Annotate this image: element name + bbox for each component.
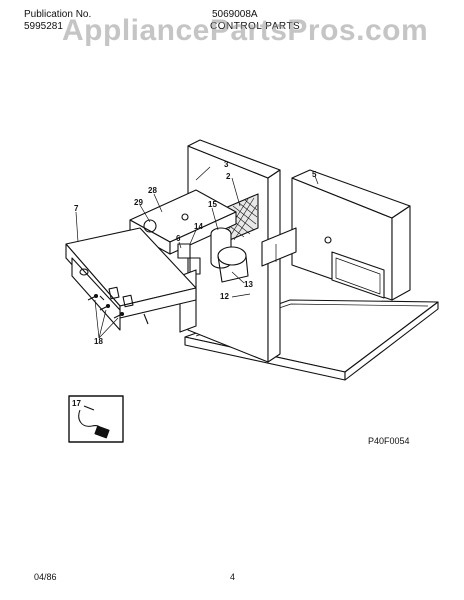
screws: [87, 293, 125, 319]
publication-label: Publication No.: [24, 9, 92, 20]
figure-code: P40F0054: [368, 436, 410, 446]
leader-lines: [75, 166, 319, 339]
callout-17: 17: [72, 399, 81, 408]
callout-3: 3: [224, 160, 229, 169]
callout-28: 28: [148, 186, 157, 195]
capacitor: [210, 227, 249, 283]
callout-15: 15: [208, 200, 217, 209]
callout-2: 2: [226, 172, 231, 181]
callout-14: 14: [194, 222, 203, 231]
callout-12: 12: [220, 292, 229, 301]
callout-6: 6: [176, 234, 181, 243]
callout-18: 18: [94, 337, 103, 346]
section-title: CONTROL PARTS: [210, 21, 301, 32]
condenser-frame: [291, 169, 411, 301]
model-number: 5069008A: [212, 9, 258, 20]
footer-date: 04/86: [34, 572, 57, 582]
callout-29: 29: [134, 198, 143, 207]
callout-7: 7: [74, 204, 79, 213]
page-number: 4: [230, 572, 236, 582]
power-cord-inset: [68, 395, 124, 443]
callout-5: 5: [312, 170, 317, 179]
callout-13: 13: [244, 280, 253, 289]
watermark: AppliancePartsPros.com: [62, 14, 429, 47]
publication-number: 5995281: [24, 21, 63, 32]
control-box: [65, 227, 197, 331]
